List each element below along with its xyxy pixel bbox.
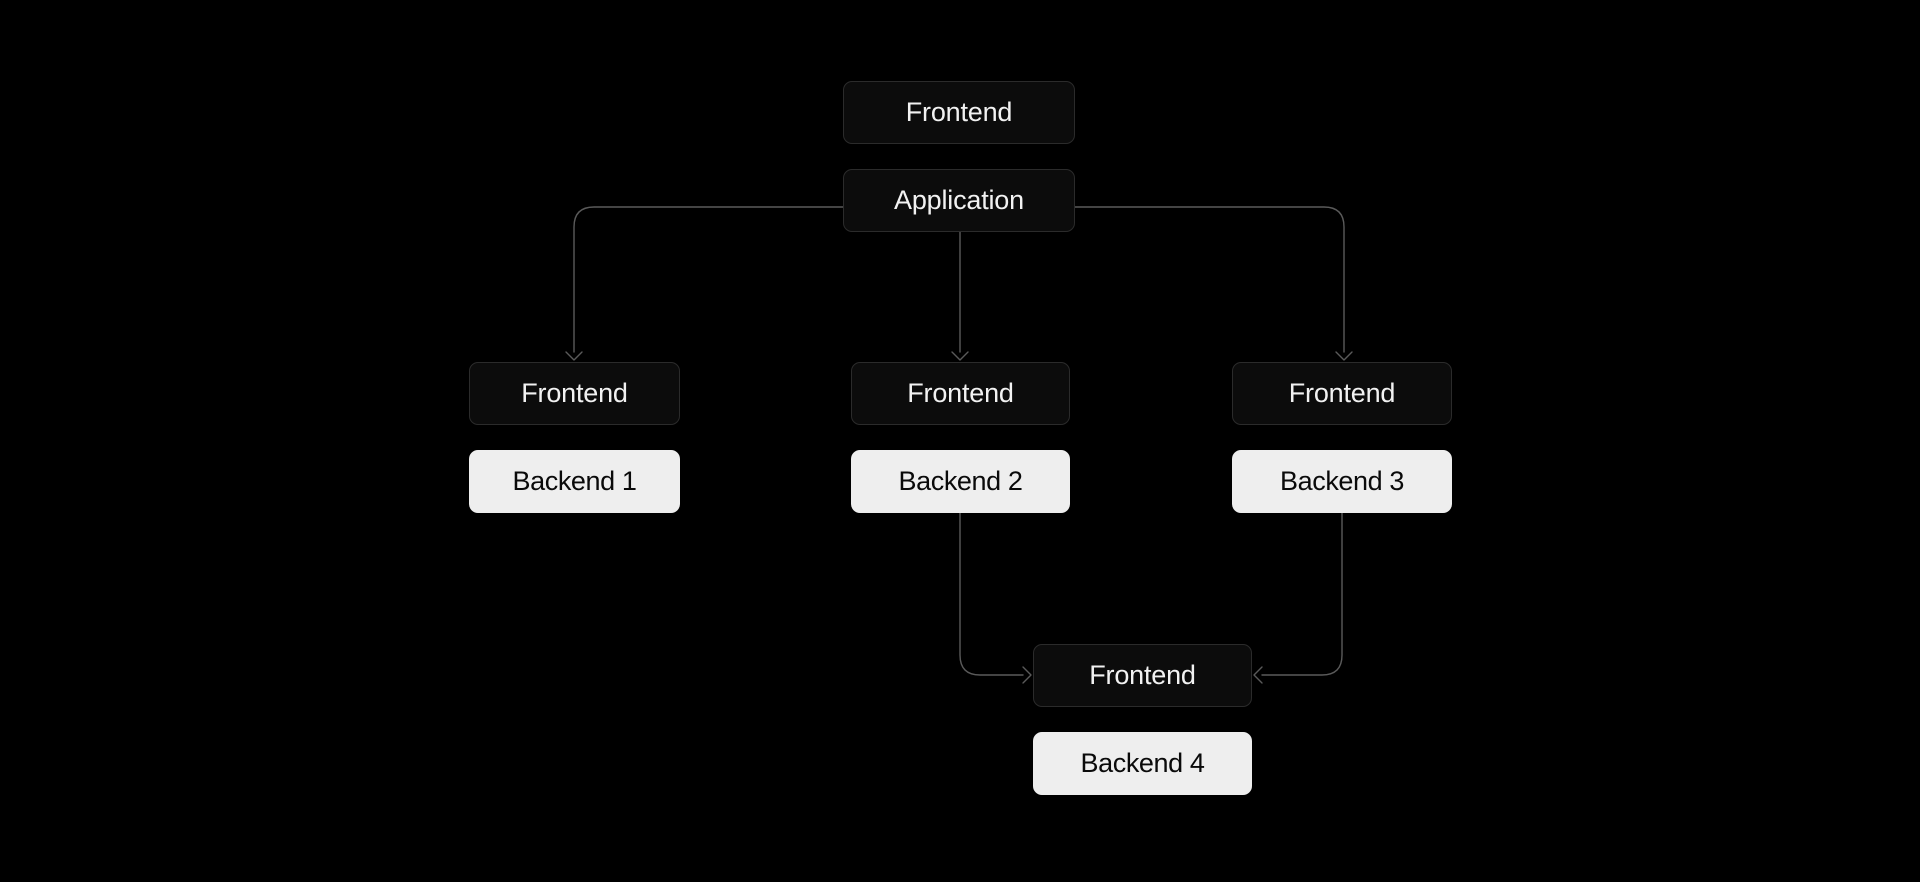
- node-label: Backend 4: [1080, 748, 1205, 778]
- node-frontend-3[interactable]: Frontend: [1232, 362, 1452, 425]
- node-label: Backend 3: [1280, 466, 1404, 496]
- node-root-frontend[interactable]: Frontend: [843, 81, 1075, 144]
- edge-backend2-to-frontend4: [959, 512, 1032, 684]
- edge-app-to-frontend3: [1074, 206, 1353, 361]
- node-label: Frontend: [905, 97, 1013, 127]
- edge-path: [1074, 206, 1345, 353]
- edge-backend3-to-frontend4: [1253, 512, 1343, 684]
- node-label: Frontend: [1089, 660, 1196, 690]
- edge-arrowhead-icon: [1022, 666, 1032, 684]
- node-application[interactable]: Application: [843, 169, 1075, 232]
- node-label: Frontend: [907, 378, 1014, 408]
- edges-group: [565, 206, 1353, 684]
- edge-arrowhead-icon: [1335, 351, 1353, 361]
- edge-app-to-frontend2: [951, 231, 969, 361]
- edge-path: [573, 206, 844, 353]
- node-label: Application: [894, 185, 1024, 215]
- node-label: Frontend: [521, 378, 628, 408]
- node-label: Backend 1: [512, 466, 637, 496]
- node-frontend-4[interactable]: Frontend: [1033, 644, 1252, 707]
- node-backend-4[interactable]: Backend 4: [1033, 732, 1252, 795]
- edge-path: [959, 512, 1024, 676]
- node-backend-3[interactable]: Backend 3: [1232, 450, 1452, 513]
- node-label: Frontend: [1288, 378, 1396, 408]
- edge-arrowhead-icon: [565, 351, 583, 361]
- node-backend-2[interactable]: Backend 2: [851, 450, 1070, 513]
- edge-app-to-frontend1: [565, 206, 844, 361]
- edge-arrowhead-icon: [1253, 666, 1263, 684]
- node-label: Backend 2: [898, 466, 1023, 496]
- node-frontend-1[interactable]: Frontend: [469, 362, 680, 425]
- node-backend-1[interactable]: Backend 1: [469, 450, 680, 513]
- node-frontend-2[interactable]: Frontend: [851, 362, 1070, 425]
- edge-path: [1261, 512, 1343, 676]
- edge-arrowhead-icon: [951, 351, 969, 361]
